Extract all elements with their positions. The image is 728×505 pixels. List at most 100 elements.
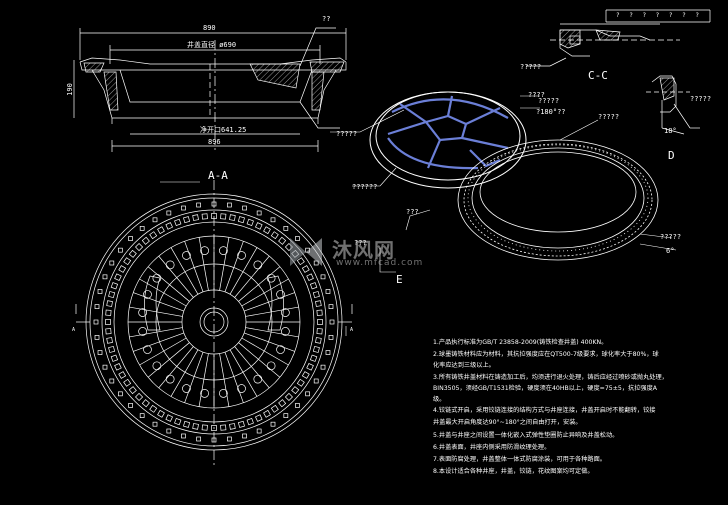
detail-d	[646, 75, 700, 135]
section-marker-left: A	[72, 327, 76, 333]
callout-2: ????	[528, 91, 545, 99]
plan-tread	[123, 378, 132, 387]
plan-tread	[306, 363, 314, 371]
plan-rim-mark	[295, 236, 300, 241]
plan-tread	[157, 409, 165, 418]
note-line: 5.井盖与井座之间设置一体化嵌入式弹性垫圈防止异响及井盖松动。	[433, 432, 619, 439]
plan-rib	[243, 292, 295, 312]
plan-tread	[255, 414, 263, 422]
plan-boss	[143, 290, 152, 299]
plan-tread	[165, 414, 173, 422]
plan-tread	[312, 345, 320, 353]
plan-rib	[245, 327, 299, 338]
plan-tread	[246, 417, 254, 426]
plan-rib	[224, 241, 244, 293]
plan-rib	[133, 292, 185, 312]
plan-rim-mark	[320, 274, 326, 280]
plan-boss	[138, 327, 147, 336]
plan-rim-mark	[152, 421, 158, 427]
plan-tread	[296, 257, 305, 266]
frame-3d	[457, 139, 659, 261]
plan-tread	[192, 423, 199, 430]
plan-rim-mark	[166, 428, 172, 434]
plan-rim-mark	[102, 274, 108, 280]
plan-rim-mark	[270, 421, 276, 427]
plan-tread	[237, 420, 245, 428]
plan-boss	[152, 361, 162, 371]
callout-8: ???	[406, 208, 419, 216]
plan-rim-mark	[94, 335, 100, 340]
note-line: 3.所有铸铁井盖材料在铸造加工后，均须进行退火处理，铸后应经过喷砂或抛丸处理，	[433, 374, 668, 381]
plan-tread	[263, 409, 271, 418]
plan-tread	[105, 309, 112, 316]
plan-rib	[184, 241, 204, 293]
plan-boss	[237, 251, 246, 260]
plan-tread	[296, 378, 305, 387]
plan-rib	[133, 332, 185, 352]
plan-tread	[270, 231, 279, 240]
plan-rim-mark	[283, 413, 289, 418]
plan-rim-mark	[325, 350, 331, 355]
plan-tread	[135, 243, 144, 252]
callout-5: ?180°??	[536, 108, 566, 116]
dim-top-mark: ??	[322, 15, 331, 23]
plan-boss	[266, 273, 276, 283]
plan-rib	[245, 306, 299, 317]
plan-tread	[114, 273, 122, 281]
plan-tread	[165, 222, 173, 230]
plan-rim-mark	[128, 403, 133, 408]
plan-rim-mark	[181, 205, 186, 211]
plan-tread	[149, 231, 158, 240]
note-line: 4.铰链式开启，采用铰链连接的结构方式与井座连接，井盖开启时不能翻转，铰接	[433, 407, 656, 414]
callout-9: ?????	[660, 233, 682, 241]
plan-boss	[237, 384, 246, 393]
plan-tread	[128, 386, 137, 395]
plan-tread	[118, 265, 127, 273]
plan-tread	[291, 386, 300, 395]
plan-boss	[219, 389, 228, 398]
plan-rim-mark	[94, 304, 100, 309]
plan-rib	[184, 351, 204, 403]
plan-tread	[105, 328, 112, 335]
plan-rim-mark	[320, 364, 326, 370]
plan-rib	[219, 237, 230, 291]
plan-rim-mark	[97, 350, 103, 355]
plan-rim-mark	[328, 335, 334, 340]
plan-boss	[143, 345, 152, 354]
callout-11: ?????	[690, 95, 712, 103]
plan-boss	[281, 327, 290, 336]
section-cc-label: C-C	[588, 69, 608, 82]
plan-boss	[152, 273, 162, 283]
plan-rim-mark	[196, 202, 201, 208]
plan-boss	[253, 260, 263, 270]
plan-tread	[110, 354, 119, 362]
plan-boss	[200, 246, 209, 255]
plan-boss	[276, 345, 285, 354]
plan-tread	[108, 345, 116, 353]
plan-tread	[149, 404, 158, 413]
section-aa-label: A-A	[208, 169, 228, 182]
plan-rib	[241, 337, 289, 366]
title-block: ? ? ? ? ? ? ?	[616, 12, 702, 19]
plan-tread	[255, 222, 263, 230]
plan-rim-mark	[152, 217, 158, 223]
plan-tread	[316, 309, 323, 316]
plan-rib	[147, 266, 190, 302]
plan-tread	[118, 371, 127, 379]
plan-rim-mark	[270, 217, 276, 223]
plan-rib	[198, 353, 209, 407]
plan-view	[75, 180, 353, 465]
plan-rim-mark	[329, 319, 335, 325]
plan-rim-mark	[128, 236, 133, 241]
dim-inner-dia: 井盖直径 ø690	[187, 41, 237, 49]
section-marker-right: A	[350, 327, 354, 333]
plan-rim-mark	[166, 210, 172, 216]
plan-rim-mark	[325, 289, 331, 294]
callout-3: ?????	[520, 63, 542, 71]
plan-rib	[229, 349, 258, 397]
plan-tread	[306, 273, 314, 281]
plan-rib	[234, 255, 270, 298]
callout-7: ??????	[352, 183, 378, 191]
plan-rim-mark	[227, 436, 232, 442]
plan-tread	[270, 404, 279, 413]
